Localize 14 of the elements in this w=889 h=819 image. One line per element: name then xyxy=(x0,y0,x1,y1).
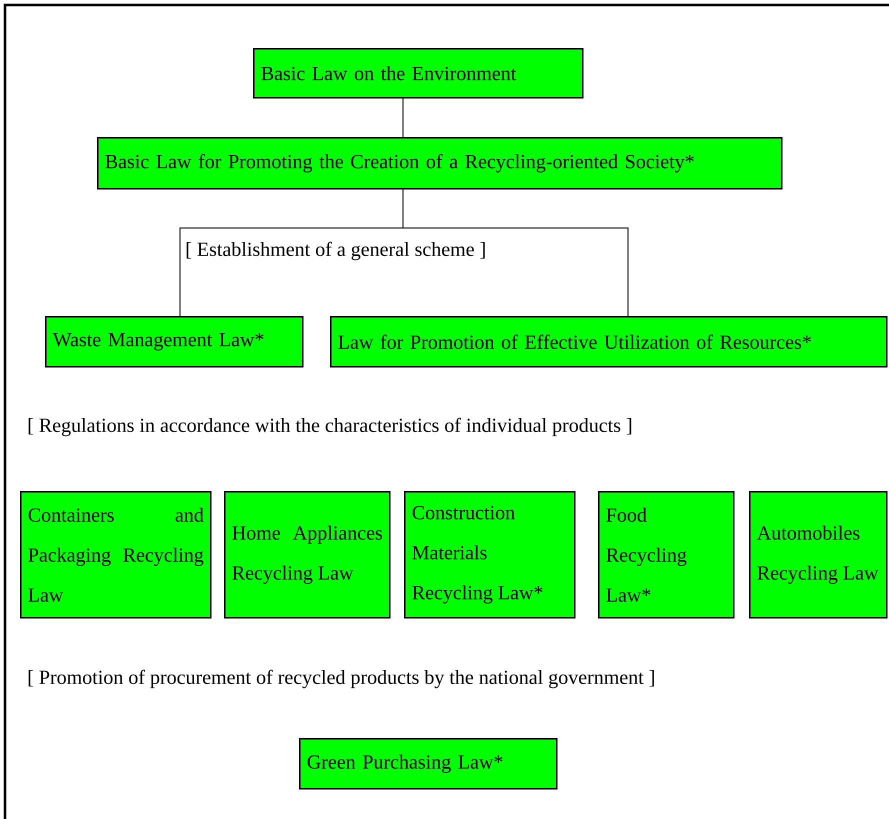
law-box: Basic Law on the Environment xyxy=(253,48,584,98)
law-box: Home Appliances Recycling Law xyxy=(224,491,390,618)
law-box: Food Recycling Law* xyxy=(598,491,734,618)
law-box: Law for Promotion of Effective Utilization of Resources* xyxy=(330,316,888,368)
section-heading: [ Promotion of procurement of recycled products by the national government ] xyxy=(28,670,654,688)
law-box: Construction Materials Recycling Law* xyxy=(404,491,576,618)
law-box: Green Purchasing Law* xyxy=(299,738,558,790)
law-box: Automobiles Recycling Law xyxy=(749,491,888,618)
section-heading: [ Establishment of a general scheme ] xyxy=(186,242,485,260)
law-box: Basic Law for Promoting the Creation of a Recycling-oriented Society* xyxy=(97,137,782,190)
law-box: Waste Management Law* xyxy=(45,316,304,368)
law-box: Containers and Packaging Recycling Law xyxy=(20,491,212,618)
connector-line xyxy=(402,98,404,138)
section-heading: [ Regulations in accordance with the characteristics of individual products ] xyxy=(28,418,632,436)
